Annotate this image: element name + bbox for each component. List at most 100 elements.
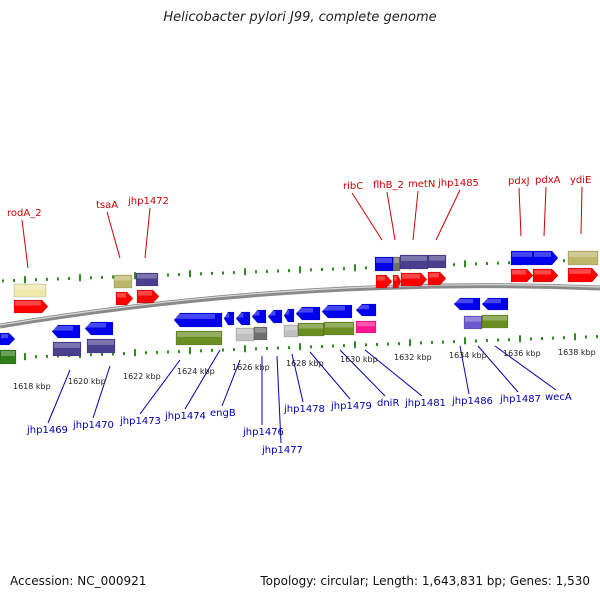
tick-label-1624: 1624 kbp (177, 367, 215, 376)
gene-feature[interactable] (136, 289, 160, 304)
gene-label-jhp1474[interactable]: jhp1474 (164, 411, 206, 422)
gene-feature[interactable] (567, 267, 599, 283)
tick-label-1628: 1628 kbp (286, 359, 324, 368)
gene-feature[interactable] (115, 291, 134, 306)
gene-label-jhp1477[interactable]: jhp1477 (261, 445, 303, 456)
tick-mark-bottom (266, 346, 268, 350)
gene-label-tsaA[interactable]: tsaA (96, 200, 118, 211)
gene-feature[interactable] (175, 330, 223, 346)
tick-mark-bottom (189, 347, 191, 355)
gene-label-dniR[interactable]: dniR (377, 398, 399, 409)
gene-feature-shine (88, 340, 114, 345)
tick-label-1626: 1626 kbp (232, 363, 270, 372)
gene-label-ydiE[interactable]: ydiE (570, 175, 591, 186)
gene-feature[interactable] (113, 274, 133, 289)
gene-feature[interactable] (355, 303, 377, 317)
gene-feature[interactable] (375, 274, 393, 289)
gene-feature[interactable] (453, 297, 481, 311)
gene-label-ribC[interactable]: ribC (343, 181, 363, 192)
tick-mark-top (486, 262, 488, 266)
gene-label-jhp1472[interactable]: jhp1472 (127, 196, 169, 207)
gene-feature[interactable] (392, 256, 401, 272)
gene-label-jhp1478[interactable]: jhp1478 (283, 404, 325, 415)
tick-mark-bottom (145, 351, 147, 355)
gene-feature[interactable] (510, 268, 534, 283)
gene-feature[interactable] (0, 349, 17, 365)
gene-label-jhp1470[interactable]: jhp1470 (72, 420, 114, 431)
gene-label-metN[interactable]: metN (408, 179, 435, 190)
gene-feature[interactable] (267, 309, 283, 324)
tick-mark-bottom (156, 350, 158, 354)
gene-feature[interactable] (297, 322, 325, 337)
gene-label-jhp1473[interactable]: jhp1473 (119, 416, 161, 427)
gene-feature[interactable] (567, 250, 599, 266)
gene-feature[interactable] (481, 314, 509, 329)
tick-mark-top (332, 267, 334, 271)
gene-feature[interactable] (51, 324, 81, 339)
tick-mark-top (464, 260, 466, 268)
gene-feature[interactable] (400, 272, 428, 287)
gene-feature[interactable] (481, 297, 509, 311)
gene-feature[interactable] (223, 311, 235, 326)
tick-mark-bottom (299, 343, 301, 351)
tick-mark-bottom (178, 350, 180, 354)
gene-label-jhp1481[interactable]: jhp1481 (404, 398, 446, 409)
gene-feature[interactable] (251, 309, 267, 324)
gene-feature-shine (465, 317, 481, 322)
gene-feature[interactable] (86, 338, 116, 354)
gene-label-jhp1469[interactable]: jhp1469 (26, 425, 68, 436)
gene-label-wecA[interactable]: wecA (545, 392, 572, 403)
gene-label-jhp1479[interactable]: jhp1479 (330, 401, 372, 412)
gene-feature[interactable] (283, 308, 295, 323)
gene-feature[interactable] (283, 324, 299, 338)
gene-feature-shine (1, 334, 8, 339)
gene-feature[interactable] (295, 306, 321, 321)
tick-mark-bottom (541, 337, 543, 341)
gene-feature[interactable] (135, 272, 159, 287)
gene-feature[interactable] (84, 321, 114, 336)
gene-label-rodA_2[interactable]: rodA_2 (7, 208, 42, 219)
leader-line (339, 349, 386, 397)
gene-feature[interactable] (427, 254, 447, 269)
gene-feature[interactable] (355, 320, 377, 334)
gene-feature-shine (376, 258, 392, 263)
gene-feature[interactable] (13, 299, 49, 314)
gene-feature[interactable] (52, 341, 82, 357)
gene-label-jhp1485[interactable]: jhp1485 (437, 178, 479, 189)
gene-label-pdxJ[interactable]: pdxJ (508, 176, 530, 187)
gene-label-pdxA[interactable]: pdxA (535, 175, 561, 186)
tick-mark-bottom (398, 342, 400, 346)
tick-mark-bottom (112, 352, 114, 356)
gene-feature[interactable] (463, 315, 483, 330)
tick-label-1632: 1632 kbp (394, 353, 432, 362)
gene-feature-shine (534, 252, 551, 257)
gene-feature-shine (54, 343, 80, 348)
tick-mark-bottom (420, 341, 422, 345)
gene-feature[interactable] (253, 326, 268, 341)
tick-mark-top (101, 275, 103, 279)
gene-label-flhB_2[interactable]: flhB_2 (373, 180, 404, 191)
gene-feature[interactable] (323, 321, 355, 336)
gene-label-jhp1486[interactable]: jhp1486 (451, 396, 493, 407)
gene-label-engB[interactable]: engB (210, 408, 236, 419)
gene-feature[interactable] (399, 254, 429, 270)
gene-feature[interactable] (235, 327, 255, 342)
tick-mark-top (563, 259, 565, 263)
gene-feature[interactable] (13, 283, 47, 298)
gene-feature-shine (455, 299, 473, 304)
gene-feature[interactable] (532, 250, 559, 266)
gene-label-jhp1487[interactable]: jhp1487 (499, 394, 541, 405)
gene-feature[interactable] (392, 274, 402, 289)
tick-mark-bottom (134, 349, 136, 357)
gene-feature[interactable] (0, 332, 16, 346)
tick-mark-bottom (200, 349, 202, 353)
gene-label-jhp1476[interactable]: jhp1476 (242, 427, 284, 438)
gene-feature[interactable] (173, 312, 223, 328)
gene-feature[interactable] (321, 304, 353, 319)
gene-feature[interactable] (532, 268, 559, 283)
gene-feature[interactable] (427, 271, 447, 286)
gene-feature[interactable] (235, 311, 251, 326)
tick-mark-bottom (563, 336, 565, 340)
tick-mark-bottom (519, 335, 521, 343)
